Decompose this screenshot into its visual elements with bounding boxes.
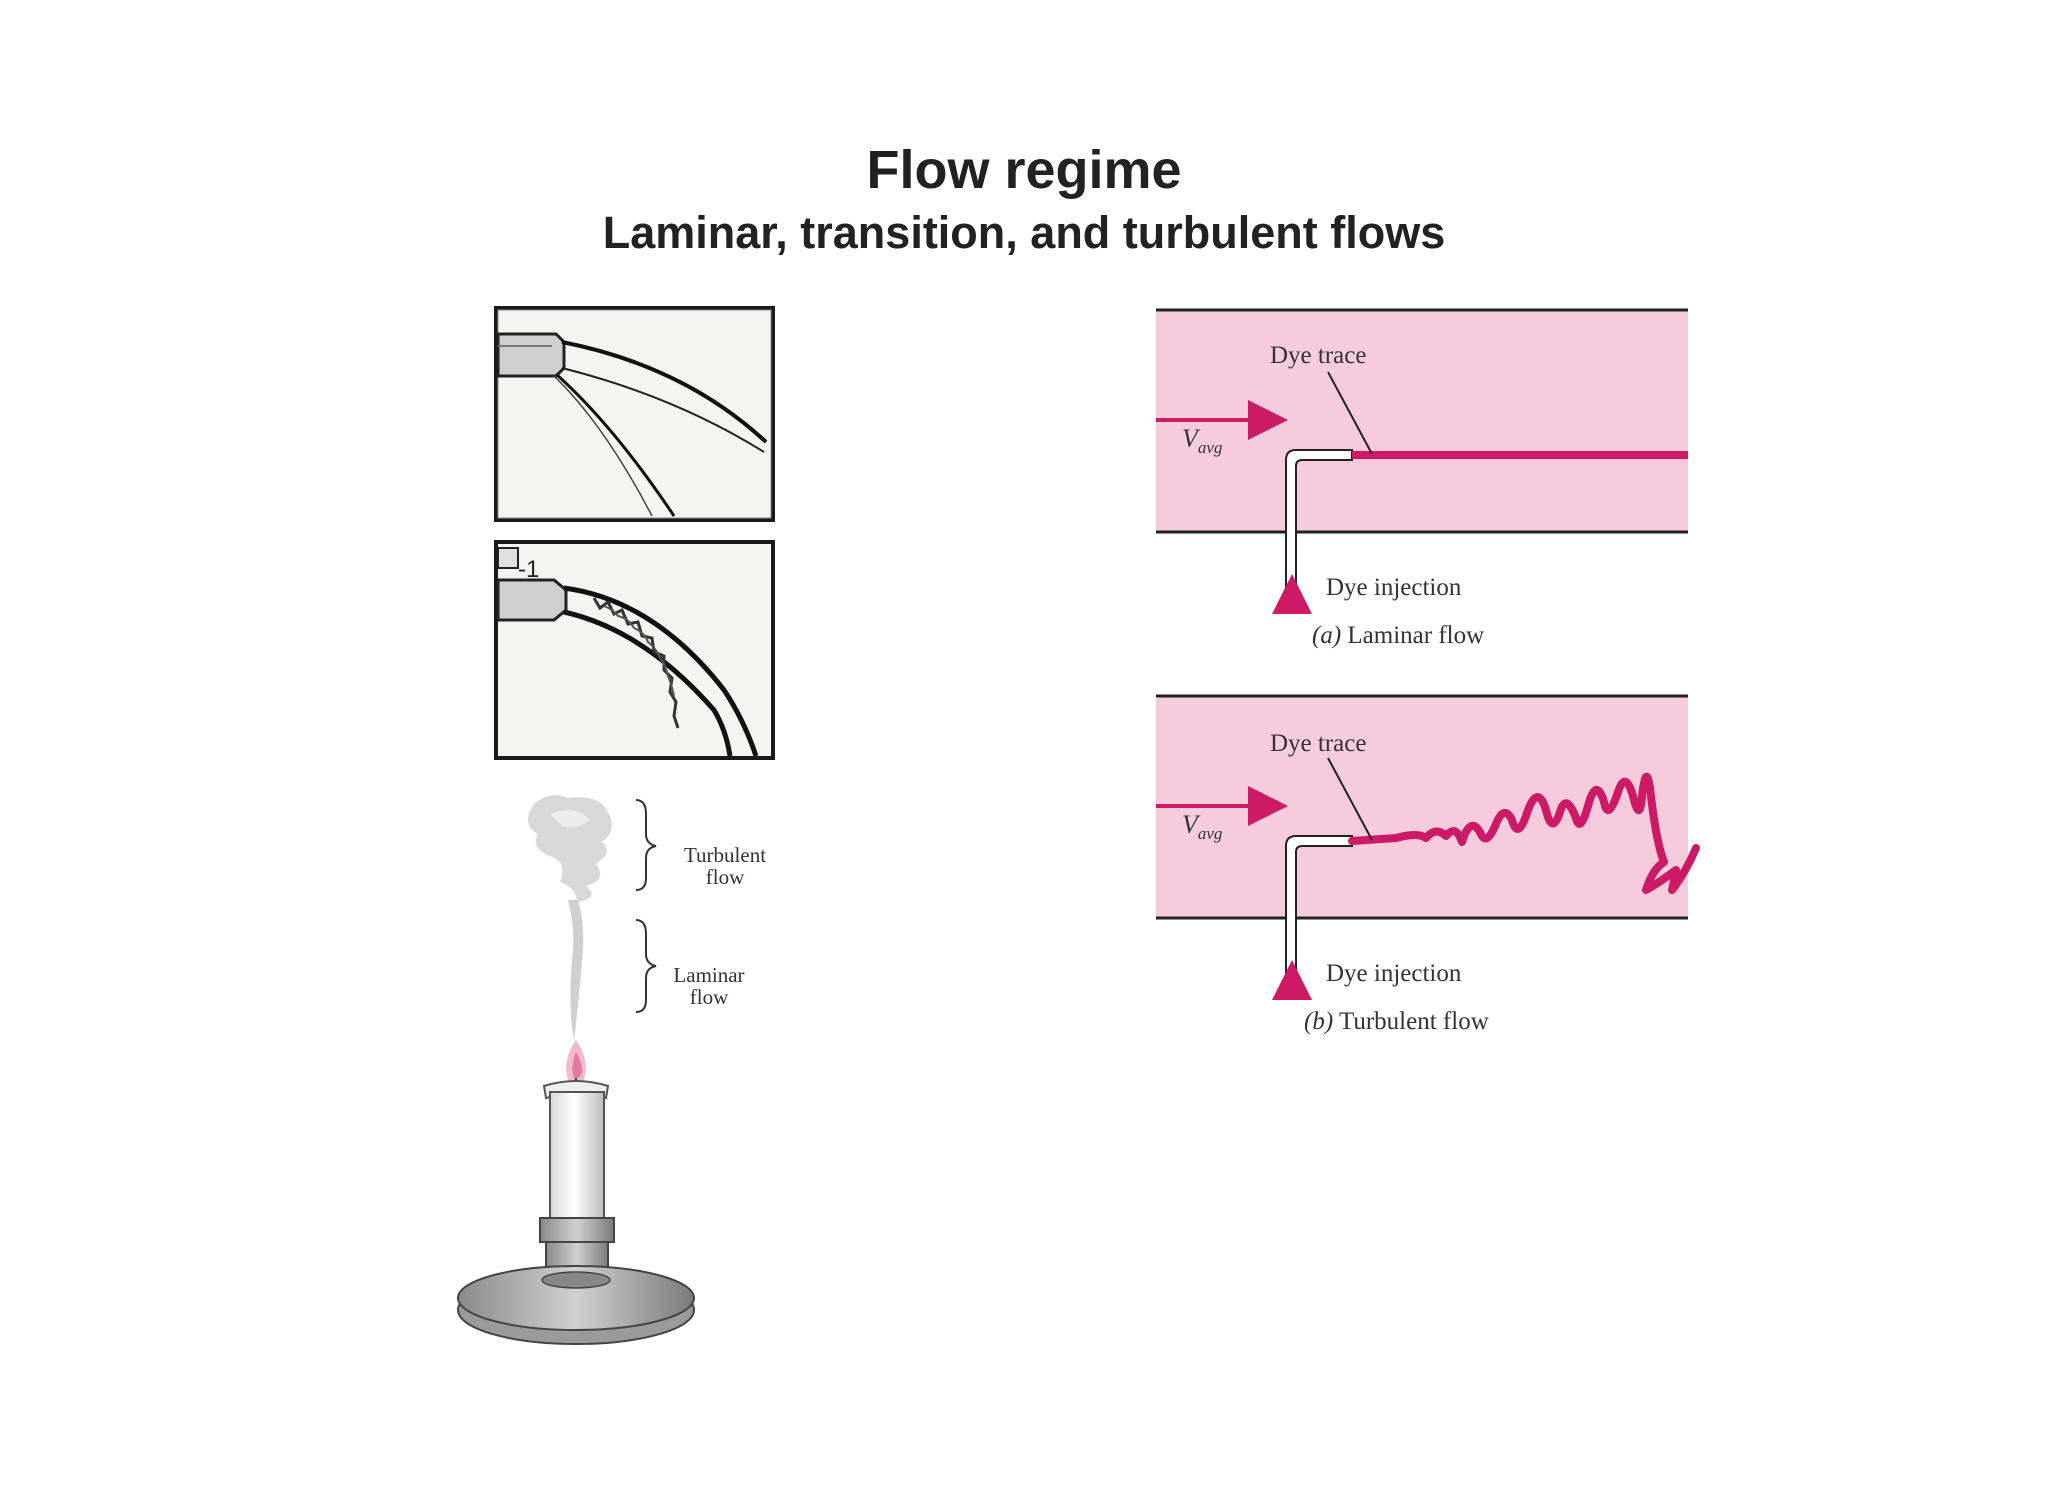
photo-label: -1 [518, 556, 540, 583]
velocity-label-a: Vavg [1182, 424, 1223, 458]
smoke-laminar [568, 900, 584, 1040]
laminar-jet-photo [494, 306, 775, 522]
dye-trace-turbulent [1348, 772, 1700, 894]
turbulent-flow-label: Turbulent flow [683, 843, 767, 889]
page-title: Flow regime [866, 140, 1182, 200]
dye-trace-label-a: Dye trace [1270, 342, 1367, 369]
velocity-label-b: Vavg [1182, 810, 1223, 844]
turbulent-jet-photo [494, 540, 775, 760]
caption-b: (b) Turbulent flow [1304, 1008, 1489, 1035]
smoke-turbulent [527, 795, 612, 902]
page-subtitle: Laminar, transition, and turbulent flows [602, 207, 1446, 258]
caption-a: (a) Laminar flow [1312, 622, 1485, 649]
laminar-pipe-diagram [1156, 308, 1688, 614]
laminar-flow-label: Laminar flow [673, 963, 745, 1009]
turbulent-pipe-diagram [1156, 694, 1700, 1000]
candle-smoke-illustration [457, 795, 695, 1345]
turbulent-brace [635, 799, 657, 891]
dye-trace-label-b: Dye trace [1270, 730, 1367, 757]
candle [549, 1091, 605, 1223]
dye-injection-label-a: Dye injection [1326, 574, 1462, 601]
dye-injection-label-b: Dye injection [1326, 960, 1462, 987]
laminar-brace [635, 919, 657, 1013]
